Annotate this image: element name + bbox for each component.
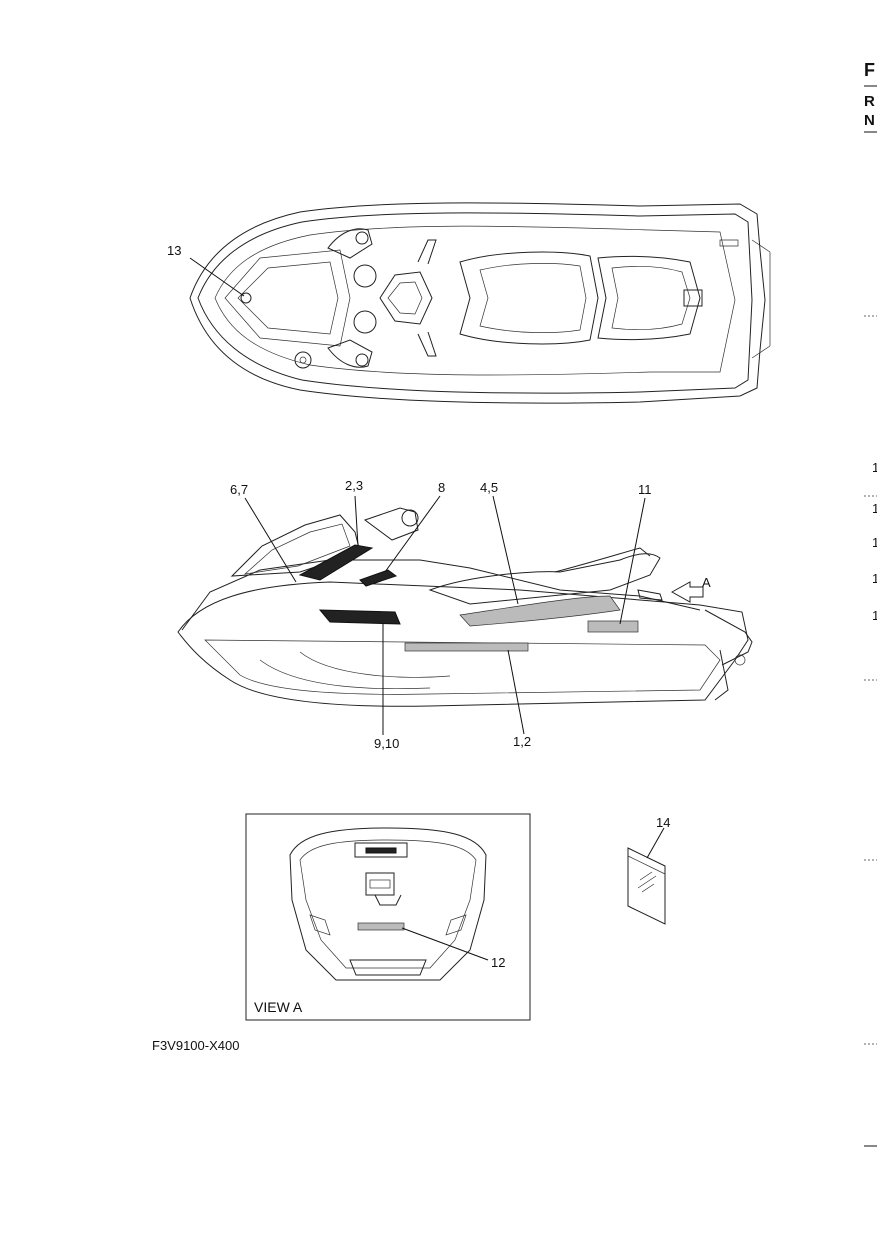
edge-num-3: 1: [872, 535, 877, 550]
callout-14: 14: [656, 815, 670, 830]
callout-leader-lines: [189, 257, 665, 961]
figure-code: F3V9100-X400: [152, 1038, 239, 1053]
view-a-panel: VIEW A: [245, 813, 531, 1021]
edge-num-1: 1: [872, 460, 877, 475]
callout-6-7: 6,7: [230, 482, 248, 497]
callout-1-2: 1,2: [513, 734, 531, 749]
callout-2-3: 2,3: [345, 478, 363, 493]
callout-labels: 13 6,7 2,3 8 4,5 11 A 9,10 1,2 14 12: [167, 243, 711, 970]
edge-num-5: 1: [872, 608, 877, 623]
view-a-label: VIEW A: [254, 999, 303, 1015]
edge-letter-f: F: [864, 60, 875, 80]
callout-8: 8: [438, 480, 445, 495]
edge-num-2: 1: [872, 501, 877, 516]
callout-9-10: 9,10: [374, 736, 399, 751]
right-edge-cropped-content: F R N 1 1 1 1 1: [864, 60, 877, 1147]
callout-11: 11: [638, 482, 652, 497]
part-14-sheet: [627, 847, 666, 925]
callout-13: 13: [167, 243, 181, 258]
edge-letter-n: N: [864, 112, 875, 129]
callout-12: 12: [491, 955, 505, 970]
top-view-bow-cap-icon: [240, 292, 252, 304]
edge-letter-r: R: [864, 93, 875, 110]
callout-arrow-a: A: [702, 575, 711, 590]
callout-4-5: 4,5: [480, 480, 498, 495]
edge-num-4: 1: [872, 571, 877, 586]
side-view-watercraft: [177, 507, 753, 707]
top-view-watercraft: [189, 202, 771, 404]
